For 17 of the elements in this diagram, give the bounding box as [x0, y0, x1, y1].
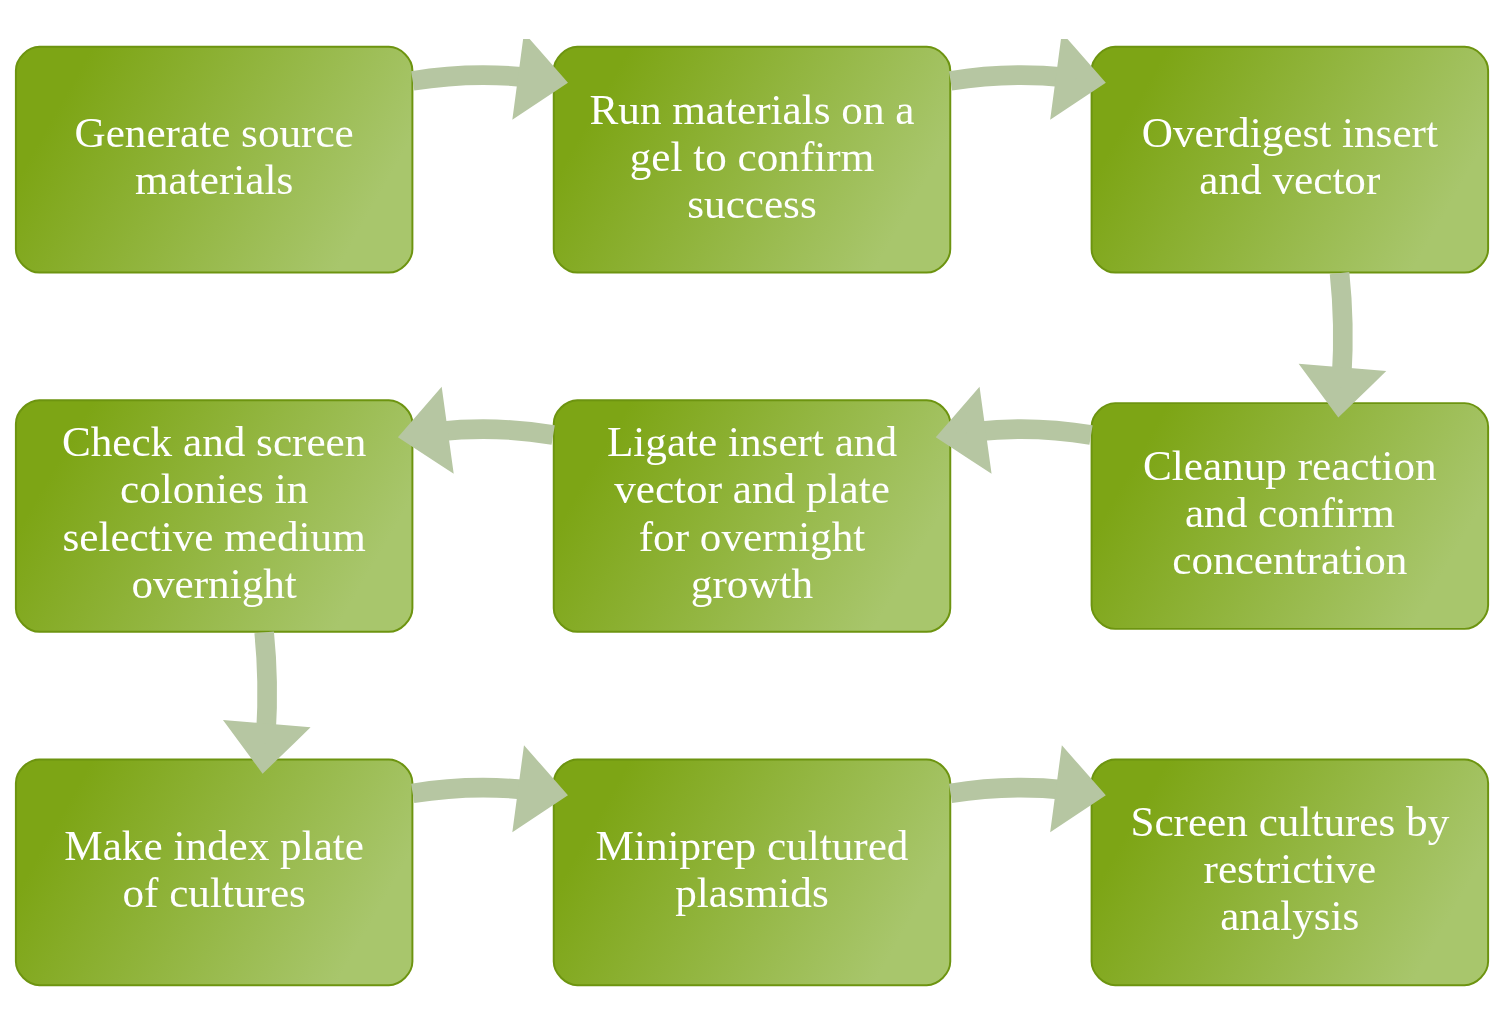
node-box: Miniprep cultured plasmids [552, 758, 952, 987]
arrow [411, 39, 568, 120]
arrow [949, 745, 1106, 833]
node-box: Generate source materials [14, 45, 414, 274]
node-box: Run materials on a gel to confirm success [552, 45, 952, 274]
arrow [949, 39, 1106, 120]
arrow [1298, 272, 1387, 418]
arrow [223, 631, 311, 774]
node-box: Overdigest insert and vector [1090, 45, 1490, 274]
arrow [935, 386, 1093, 474]
node-box: Check and screen colonies in selective medium overnight [14, 399, 414, 633]
node-box: Ligate insert and vector and plate for overnight growth [552, 399, 952, 633]
node-box: Screen cultures by restrictive analysis [1090, 758, 1490, 987]
arrow [411, 745, 568, 833]
node-box: Make index plate of cultures [14, 758, 414, 987]
arrow [397, 386, 555, 474]
node-box: Cleanup reaction and confirm concentration [1090, 402, 1490, 630]
